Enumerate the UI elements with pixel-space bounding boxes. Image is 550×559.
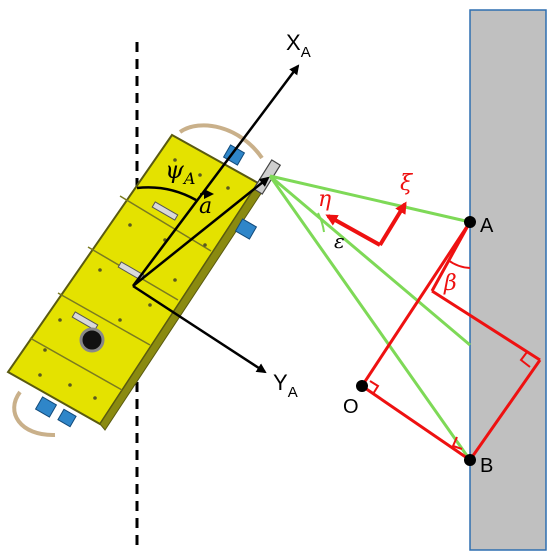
beta-arc [447,259,471,269]
eta-label: η [318,187,331,212]
point-a-marker [464,216,476,228]
beta-label: β [443,271,457,296]
xi-label: ξ [400,171,414,196]
underwater-robot-icon [6,123,282,438]
epsilon-arc [317,212,325,233]
sight-line-normal [269,174,471,347]
point-b-label: B [480,455,493,477]
wall [469,9,547,551]
y-axis-label: YA [273,370,298,401]
line-o-to-b [361,384,471,462]
x-axis-arrow [132,64,300,287]
right-angle-b [451,436,463,450]
line-a-to-corner [430,221,472,292]
line-corner-to-b [468,359,542,461]
sight-line-b [268,175,472,461]
x-axis-label: XA [286,30,311,61]
sight-line-a [269,174,471,224]
green-sight-lines [268,174,472,461]
vector-a-arrow [132,176,270,287]
point-a-label: A [480,215,494,237]
y-axis-arrow [132,284,267,374]
line-a-to-o [360,221,472,387]
point-o-marker [356,380,368,392]
point-o-label: O [343,396,359,418]
epsilon-label: ε [334,229,345,253]
red-construction [360,221,542,462]
right-angle-corner [519,351,531,368]
vector-a-label: a [199,194,212,219]
psi-label: ψA [165,156,195,188]
right-angle-o [369,380,380,395]
eta-arrow [325,214,381,247]
point-b-marker [464,454,476,466]
xi-arrow [378,201,407,247]
line-perp-wall [431,289,541,362]
psi-arc [136,186,197,202]
